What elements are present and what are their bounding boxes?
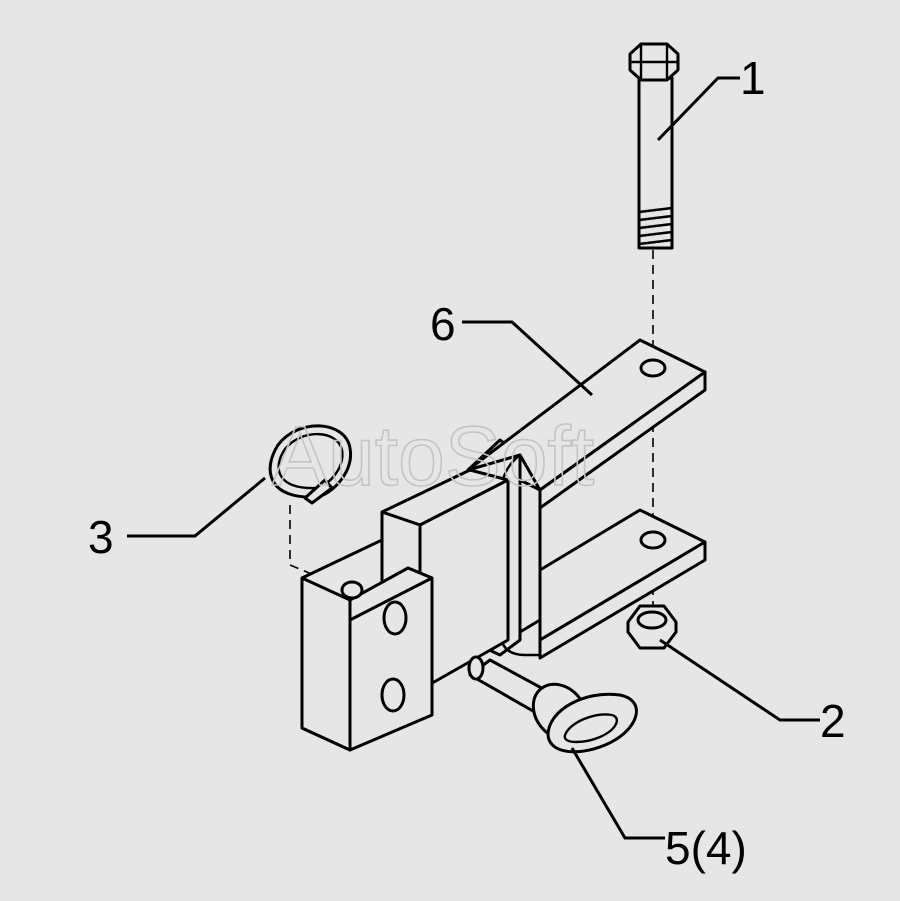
mounting-plate-side — [300, 576, 352, 752]
bracket-lower-arm-edge — [538, 540, 707, 660]
hitch-pin — [467, 655, 638, 754]
callout-2: 2 — [820, 695, 846, 747]
thread-line — [638, 230, 673, 238]
ring-inner — [277, 432, 344, 490]
bracket-lower-hole — [639, 530, 667, 550]
bolt-thread — [638, 206, 673, 246]
callout-3: 3 — [88, 511, 114, 563]
plate-upper-hole — [382, 600, 408, 636]
plate-top-hole — [340, 580, 364, 600]
ring-axis — [289, 505, 351, 591]
plate-lower-hole — [380, 677, 406, 713]
leader-1 — [656, 76, 740, 142]
leader-2 — [659, 638, 820, 722]
leader-3 — [127, 476, 266, 538]
thread-line — [638, 238, 673, 246]
pin-tip — [467, 655, 485, 681]
lock-nut — [626, 604, 678, 650]
watermark-text: AutoSoft — [272, 409, 594, 503]
bolt — [628, 42, 680, 250]
nut-bore — [636, 610, 668, 630]
mounting-plate — [300, 538, 434, 752]
leader-lines — [127, 76, 820, 840]
retaining-ring — [268, 424, 353, 505]
leader-6 — [462, 320, 594, 397]
callout-6: 6 — [430, 298, 456, 350]
pin-handle-opening — [563, 713, 619, 744]
bolt-shank — [637, 76, 674, 250]
mounting-plate-top-edge — [348, 566, 434, 622]
thread-line — [638, 222, 673, 230]
ring-gap — [303, 478, 334, 505]
bracket-upper-hole — [639, 358, 667, 378]
leader-5 — [570, 747, 665, 840]
thread-line — [638, 206, 673, 214]
callout-5-4: 5(4) — [665, 822, 747, 874]
thread-line — [638, 214, 673, 222]
callout-1: 1 — [740, 52, 766, 104]
